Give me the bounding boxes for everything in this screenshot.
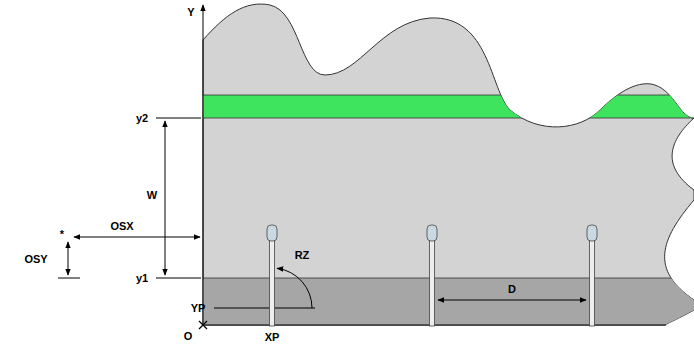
dimension-label: D: [508, 284, 516, 295]
dimension-label: OSY: [24, 254, 47, 265]
dimension-label: OSX: [110, 221, 133, 232]
dimension-label: W: [147, 190, 157, 201]
dimension-label: y2: [136, 113, 148, 124]
axes: [199, 5, 666, 329]
probe-symbol: [267, 225, 277, 326]
origin-label: O: [184, 331, 193, 342]
probe-symbol: [587, 225, 597, 326]
bottom-layer: [203, 278, 694, 325]
probes: [267, 225, 597, 326]
probe-symbol: [427, 225, 437, 326]
reference-mark: *: [60, 229, 64, 240]
angle-label: RZ: [295, 250, 310, 261]
dimension-label: y1: [136, 273, 148, 284]
dimension-lines: [58, 118, 586, 308]
coordinate-label: YP: [191, 303, 206, 314]
green-layer: [203, 95, 694, 118]
ground-region: [203, 4, 694, 325]
coordinate-label: XP: [265, 332, 280, 343]
axis-label: Y: [187, 7, 194, 18]
